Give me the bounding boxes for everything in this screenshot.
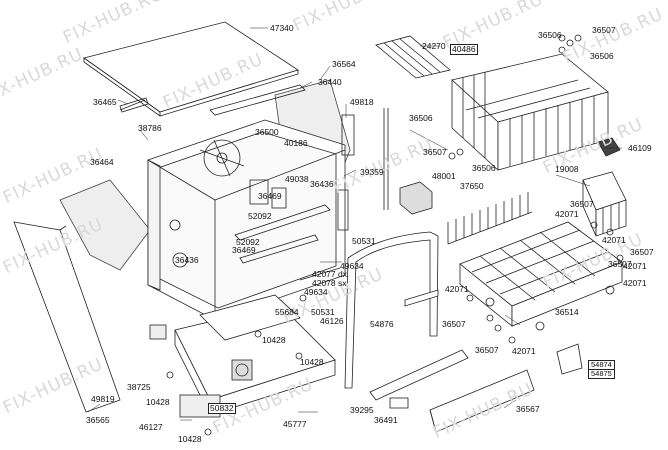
part-label: 36565	[86, 415, 110, 425]
tines-rack-drawing	[447, 192, 533, 245]
part-label: 47340	[270, 23, 294, 33]
part-label: 42071	[623, 261, 647, 271]
part-label: 42077 dx	[312, 269, 347, 279]
part-label: 42071	[623, 278, 647, 288]
lower-basket-drawing	[459, 221, 623, 331]
part-label: 46126	[320, 316, 344, 326]
part-label: 36507	[608, 259, 632, 269]
part-label: 54875	[591, 369, 612, 378]
part-label: 36507	[592, 25, 616, 35]
part-label: 36469	[258, 191, 282, 201]
part-label: 49038	[285, 174, 309, 184]
part-label: 36436	[175, 255, 199, 265]
part-label: 36506	[590, 51, 614, 61]
part-label: 10428	[178, 434, 202, 444]
side-panel-drawing	[13, 221, 121, 413]
part-label: 49634	[304, 287, 328, 297]
part-label: 52092	[248, 211, 272, 221]
leader-lines	[87, 27, 622, 421]
part-label: 36507	[570, 199, 594, 209]
part-label: 55684	[275, 307, 299, 317]
part-label: 36506	[538, 30, 562, 40]
part-label: 36440	[318, 77, 342, 87]
part-label: 50531	[311, 307, 335, 317]
kickplate-drawing	[369, 343, 583, 433]
part-label: 49634	[340, 261, 364, 271]
part-label-boxed: 40486	[450, 44, 478, 55]
part-label: 52092	[236, 237, 260, 247]
part-label: 36464	[90, 157, 114, 167]
part-label: 10428	[262, 335, 286, 345]
rail-drawing	[119, 84, 389, 281]
part-label: 38786	[138, 123, 162, 133]
part-label: 36506	[472, 163, 496, 173]
part-label: 36500	[255, 127, 279, 137]
part-label: 24270	[422, 41, 446, 51]
part-label: 36491	[374, 415, 398, 425]
part-label: 42078 sx	[312, 278, 347, 288]
part-label: 38725	[127, 382, 151, 392]
part-label-boxed: 50832	[208, 403, 236, 414]
part-label: 36506	[409, 113, 433, 123]
part-label: 48001	[432, 171, 456, 181]
upper-basket-drawing	[451, 53, 609, 171]
part-label: 42071	[555, 209, 579, 219]
door-seal-drawing	[344, 231, 439, 389]
part-label: 42071	[445, 284, 469, 294]
small-parts-drawing	[166, 34, 624, 436]
part-label: 36507	[423, 147, 447, 157]
part-label: 36507	[442, 319, 466, 329]
part-label: 36567	[516, 404, 540, 414]
part-label: 40186	[284, 138, 308, 148]
part-label: 36469	[232, 245, 256, 255]
tub-drawing	[147, 119, 346, 321]
part-label: 42071	[512, 346, 536, 356]
part-label: 36465	[93, 97, 117, 107]
part-label: 39359	[360, 167, 384, 177]
part-label: 36507	[475, 345, 499, 355]
part-label: 36436	[310, 179, 334, 189]
part-label: 45777	[283, 419, 307, 429]
part-label: 50531	[352, 236, 376, 246]
base-drawing	[149, 294, 336, 418]
part-label: 36514	[555, 307, 579, 317]
part-label: 49818	[350, 97, 374, 107]
part-label: 19008	[555, 164, 579, 174]
cutlery-grid-drawing	[375, 35, 451, 79]
part-label: 42071	[602, 235, 626, 245]
part-label: 10428	[300, 357, 324, 367]
part-label: 54876	[370, 319, 394, 329]
part-label-stack: 54874 54875	[588, 360, 615, 379]
part-label: 54874	[591, 360, 612, 369]
part-label: 36507	[630, 247, 654, 257]
part-label: 39295	[350, 405, 374, 415]
part-label: 10428	[146, 397, 170, 407]
part-label: 46127	[139, 422, 163, 432]
part-label: 36564	[332, 59, 356, 69]
part-label: 49819	[91, 394, 115, 404]
part-label: 37650	[460, 181, 484, 191]
part-label: 46109	[628, 143, 652, 153]
